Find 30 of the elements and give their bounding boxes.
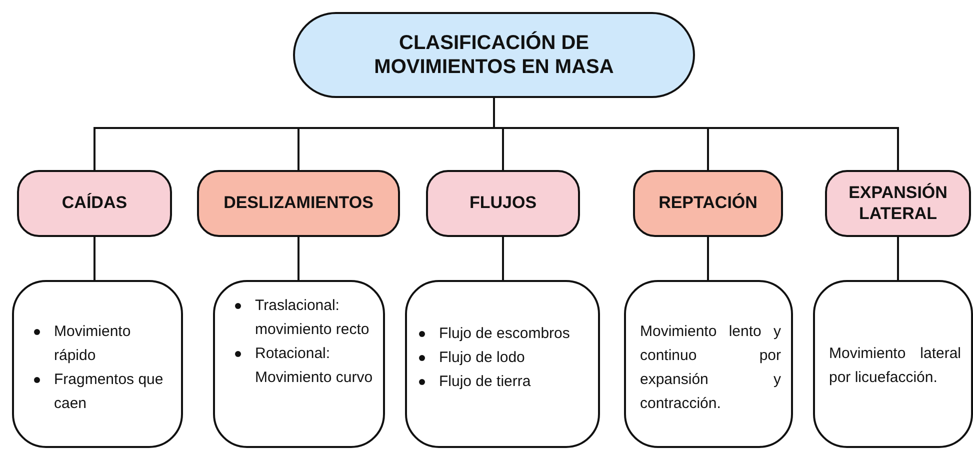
heading-text: REPTACIÓN: [658, 193, 758, 214]
connector-line: [707, 237, 709, 280]
bullet-item: Rotacional: Movimiento curvo: [229, 342, 373, 390]
category-box: [633, 170, 783, 237]
bullet-item: Fragmentos que caen: [28, 368, 171, 416]
category-box: [825, 170, 971, 237]
bullet-item: Traslacional: movimiento recto: [229, 294, 373, 342]
description-text: Movimiento lateral por licuefacción.: [829, 344, 961, 388]
description-box: [213, 280, 385, 448]
heading-text: CAÍDAS: [62, 193, 128, 214]
category-box: [197, 170, 400, 237]
connector-line: [897, 237, 899, 280]
description-box: [813, 280, 973, 448]
bullet-item: Flujo de escombros: [413, 322, 588, 346]
bullet-item: Flujo de lodo: [413, 346, 588, 370]
description-box: [405, 280, 600, 448]
heading-text: CLASIFICACIÓN DE MOVIMIENTOS EN MASA: [373, 31, 615, 79]
category-box: [17, 170, 172, 237]
connector-line: [298, 237, 300, 280]
description-box: [12, 280, 183, 448]
heading-text: EXPANSIÓN LATERAL: [848, 183, 948, 224]
bullet-item: Flujo de tierra: [413, 370, 588, 394]
bullet-item: Movimiento rápido: [28, 320, 171, 368]
connector-line: [502, 237, 504, 280]
description-box: [624, 280, 793, 448]
connector-line: [94, 237, 96, 280]
heading-text: FLUJOS: [469, 193, 537, 214]
category-box: [426, 170, 580, 237]
heading-text: DESLIZAMIENTOS: [224, 193, 374, 214]
description-text: Movimiento lento y continuo por expansión y contracción.: [640, 322, 781, 414]
